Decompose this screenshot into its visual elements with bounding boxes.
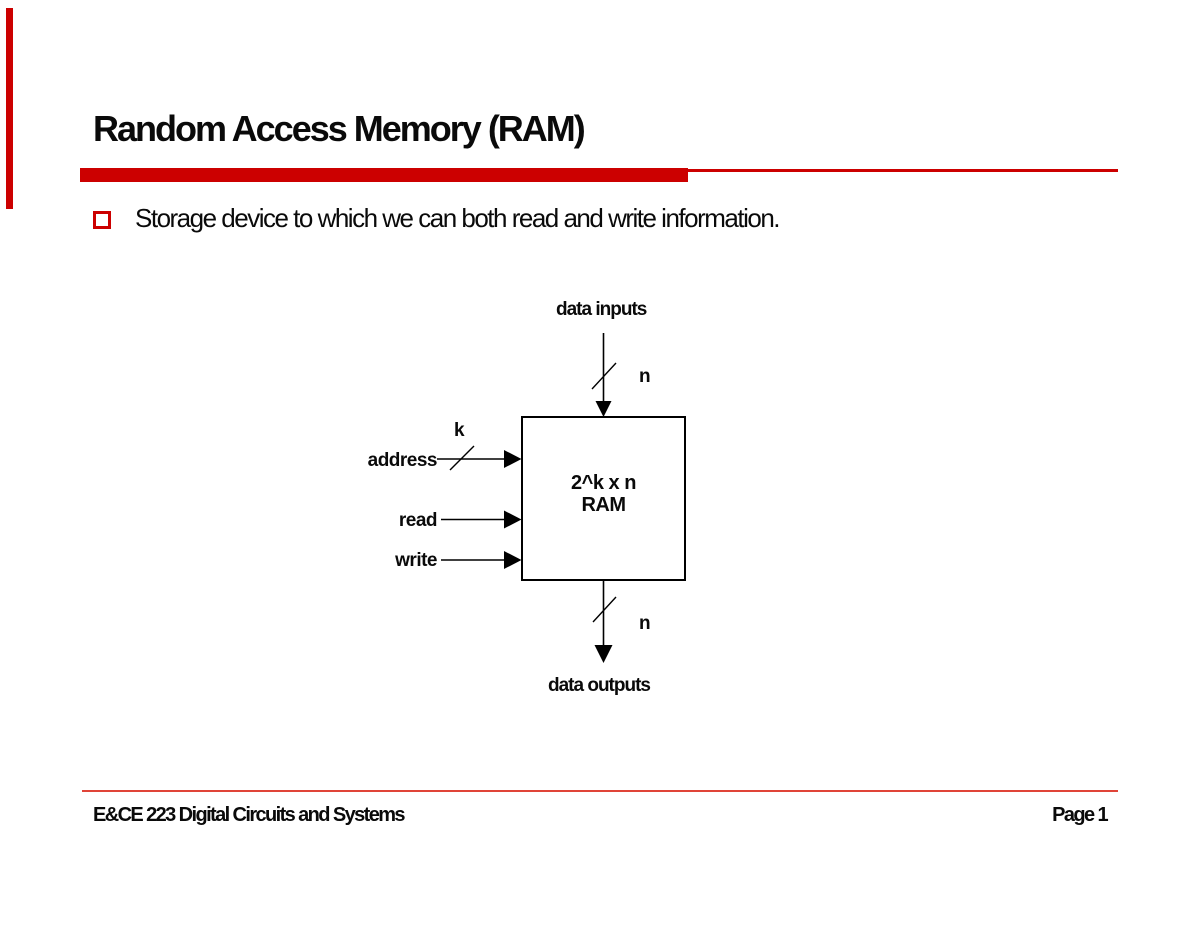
footer-course-label: E&CE 223 Digital Circuits and Systems xyxy=(93,804,406,826)
ram-box-text: 2^k x n RAM xyxy=(522,472,685,516)
title-rule-thin xyxy=(688,169,1118,172)
output-bus-slash-icon xyxy=(592,596,617,623)
data-outputs-arrowhead-icon xyxy=(594,645,613,663)
address-width-label: k xyxy=(454,420,465,441)
data-inputs-label: data inputs xyxy=(556,299,647,320)
input-width-label: n xyxy=(639,366,651,387)
address-arrowhead-icon xyxy=(504,450,522,468)
title-rule xyxy=(80,168,688,182)
address-bus-slash-icon xyxy=(449,445,475,471)
data-inputs-arrowhead-icon xyxy=(595,401,612,417)
ram-size-label: 2^k x n xyxy=(571,472,636,494)
ram-name-label: RAM xyxy=(581,494,626,516)
bullet-checkbox-icon xyxy=(93,211,111,229)
data-outputs-label: data outputs xyxy=(548,675,651,696)
accent-corner-bar xyxy=(6,8,13,209)
write-label: write xyxy=(395,550,437,571)
page-title: Random Access Memory (RAM) xyxy=(93,108,586,149)
read-arrowhead-icon xyxy=(504,510,522,529)
footer-rule xyxy=(82,790,1118,792)
bullet-text: Storage device to which we can both read… xyxy=(135,203,781,233)
write-arrowhead-icon xyxy=(504,551,522,569)
read-label: read xyxy=(398,510,438,531)
input-bus-slash-icon xyxy=(591,362,617,390)
footer-page-label: Page 1 xyxy=(1052,804,1108,826)
output-width-label: n xyxy=(639,613,651,634)
address-label: address xyxy=(367,450,438,471)
